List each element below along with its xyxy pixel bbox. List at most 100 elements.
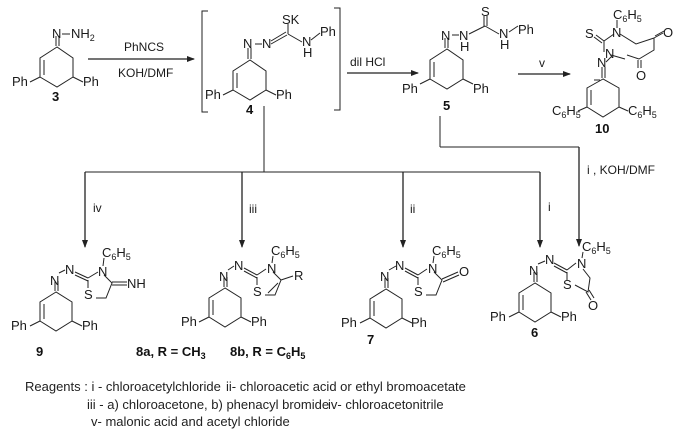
atom-ph: Ph	[341, 315, 357, 330]
compound-3: N NH2 Ph Ph 3	[12, 26, 99, 104]
arrow-reagent: dil HCl	[350, 55, 385, 69]
atom-ph: Ph	[12, 74, 28, 89]
atom-n: N	[612, 25, 621, 40]
atom-c6h5: C6H5	[613, 7, 642, 24]
atom-n: N	[65, 262, 74, 277]
arrow-reagent: PhNCS	[124, 40, 164, 54]
reagent-iii: iii - a) chloroacetone, b) phenacyl brom…	[87, 397, 330, 412]
atom-o: O	[663, 25, 673, 40]
atom-r: R	[294, 268, 303, 283]
atom-n: N	[234, 258, 243, 273]
atom-h: H	[303, 45, 312, 60]
atom-s: S	[563, 277, 572, 292]
arrow-condition: KOH/DMF	[118, 66, 173, 80]
cyclohexene-ring	[39, 46, 74, 88]
atom-n: N	[597, 55, 606, 70]
atom-n: N	[50, 273, 59, 288]
cyclohexene-ring	[232, 59, 267, 101]
atom-o: O	[588, 298, 598, 313]
atom-h: H	[460, 39, 469, 54]
atom-c6h5: C6H5	[102, 245, 131, 262]
compound-4: SK N N N H Ph Ph Ph 4	[201, 7, 341, 117]
compound-6: N N C6H5 N S O Ph Ph 6	[490, 239, 611, 340]
atom-n: N	[499, 26, 508, 41]
cyclohexene-ring	[369, 288, 403, 329]
atom-n: N	[98, 264, 107, 279]
bracket-right	[334, 7, 341, 111]
atom-n: N	[380, 269, 389, 284]
compound-8: N N C6H5 N S R Ph Ph 8a, R = CH3 8b, R =…	[136, 243, 305, 361]
atom-c6h5: C6H5	[552, 103, 581, 120]
compound-9: N N C6H5 N S NH Ph Ph 9	[11, 245, 146, 359]
atom-ph: Ph	[181, 314, 197, 329]
atom-c6h5: C6H5	[271, 243, 300, 260]
compound-7: N N C6H5 N S O Ph Ph 7	[341, 243, 469, 347]
atom-n: N	[219, 269, 228, 284]
compound-label: 3	[52, 89, 59, 104]
atom-ph: Ph	[490, 309, 506, 324]
atom-ph: Ph	[518, 22, 534, 37]
atom-s: S	[481, 4, 490, 19]
atom-ph: Ph	[320, 24, 336, 39]
arrow-reagent: iii	[249, 202, 257, 216]
atom-ph: Ph	[473, 81, 489, 96]
atom-o: O	[636, 68, 646, 83]
compound-label: 10	[595, 121, 609, 136]
atom-s: S	[414, 284, 423, 299]
atom-n: N	[459, 28, 468, 43]
cyclohexene-ring	[586, 78, 620, 118]
atom-n: N	[267, 261, 276, 276]
atom-nh2: NH2	[71, 26, 95, 43]
atom-s: S	[253, 284, 262, 299]
cyclohexene-ring	[208, 287, 242, 328]
atom-h: H	[500, 37, 509, 52]
reagent-v: v- malonic acid and acetyl chloride	[91, 414, 290, 429]
atom-ph: Ph	[11, 318, 27, 333]
cyclohexene-ring	[39, 291, 73, 332]
atom-ph: Ph	[83, 74, 99, 89]
atom-n: N	[52, 26, 61, 41]
reagent-i: Reagents : i - chloroacetylchloride	[25, 379, 221, 394]
atom-n: N	[395, 258, 404, 273]
atom-n: N	[529, 263, 538, 278]
atom-nh: NH	[127, 276, 146, 291]
atom-sk: SK	[282, 12, 300, 27]
compound-label-8b: 8b, R = C6H5	[230, 344, 305, 361]
atom-ph: Ph	[402, 81, 418, 96]
reagent-ii: ii- chloroacetic acid or ethyl bromoacet…	[226, 379, 466, 394]
atom-n: N	[605, 46, 614, 61]
compound-10: C6H5 S N N O O N C6H5 C6H5 10	[552, 7, 673, 136]
atom-ph: Ph	[82, 318, 98, 333]
cyclohexene-ring	[518, 282, 552, 323]
atom-n: N	[577, 256, 586, 271]
atom-n: N	[302, 34, 311, 49]
arrow-reagent: i	[548, 200, 551, 214]
compound-label: 6	[531, 325, 538, 340]
compound-label: 4	[246, 102, 254, 117]
arrow-reagent: iv	[93, 201, 102, 215]
atom-n: N	[441, 28, 450, 43]
atom-ph: Ph	[276, 87, 292, 102]
atom-c6h5: C6H5	[582, 239, 611, 256]
atom-n: N	[545, 252, 554, 267]
bracket-left	[201, 10, 208, 113]
compound-label: 9	[36, 344, 43, 359]
compound-label-8a: 8a, R = CH3	[136, 344, 206, 361]
atom-n: N	[262, 36, 271, 51]
atom-n: N	[428, 261, 437, 276]
atom-s: S	[585, 26, 594, 41]
cyclohexene-ring	[429, 48, 464, 90]
atom-ph: Ph	[411, 315, 427, 330]
compound-5: S N N H N H Ph Ph Ph 5	[402, 4, 534, 113]
atom-c6h5: C6H5	[628, 103, 657, 120]
atom-o: O	[459, 264, 469, 279]
atom-c6h5: C6H5	[432, 243, 461, 260]
atom-ph: Ph	[205, 87, 221, 102]
compound-label: 5	[443, 98, 450, 113]
compound-label: 7	[367, 332, 374, 347]
arrow-reagent: ii	[410, 202, 415, 216]
atom-n: N	[243, 36, 252, 51]
arrow-reagent: v	[539, 56, 545, 70]
atom-ph: Ph	[561, 309, 577, 324]
